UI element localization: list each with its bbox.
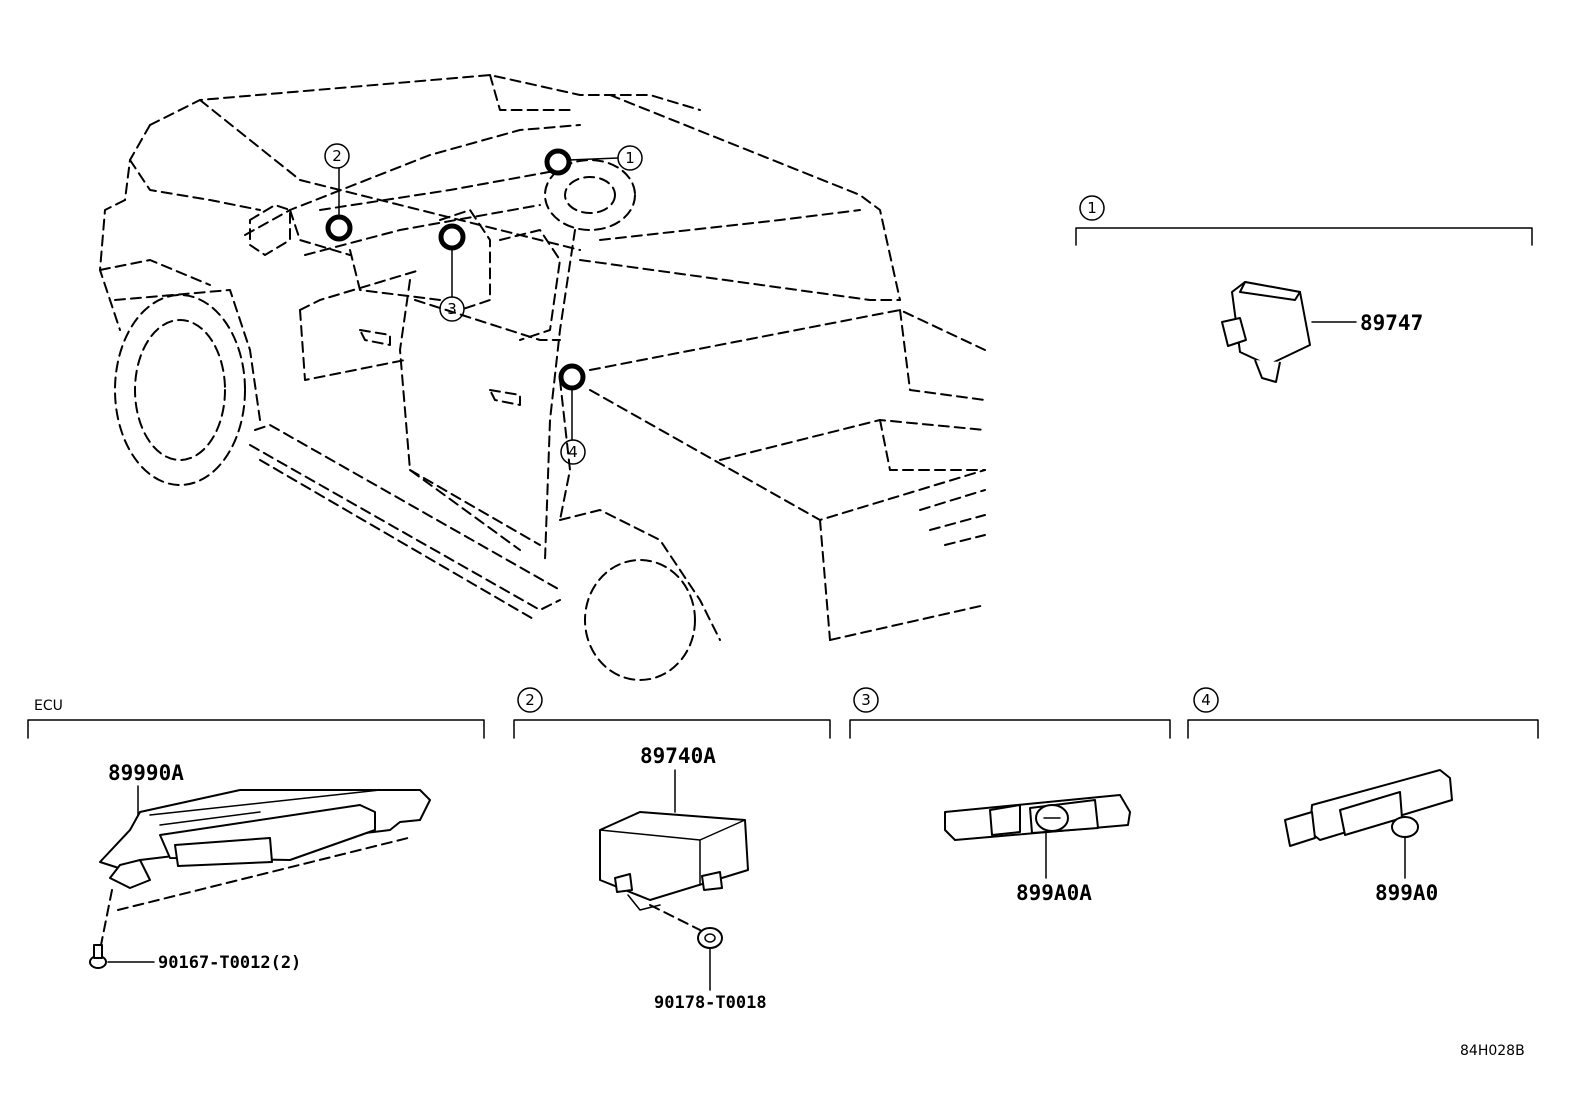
section-ecu: ECU 89990A 90167-T0012(2) (27, 698, 485, 973)
antenna-899A0A-part (944, 794, 1131, 841)
section-ecu-label: ECU (34, 698, 63, 714)
section-3-label: 3 (861, 691, 871, 709)
vehicle-sensor-markers (325, 148, 619, 441)
section-4: 4 899A0 (1187, 687, 1539, 905)
part-number-90167-T0012: 90167-T0012(2) (158, 953, 301, 973)
section-1-label: 1 (1087, 199, 1097, 217)
bolt-90167-part (89, 944, 107, 969)
section-2-label: 2 (525, 691, 535, 709)
diagram-reference-code: 84H028B (1460, 1043, 1525, 1059)
sensor-marker-2 (325, 214, 353, 242)
part-number-89740A: 89740A (640, 744, 716, 768)
callout-4: 4 (560, 439, 586, 465)
vehicle-callouts: 1 2 3 4 (324, 143, 643, 465)
section-2: 2 89740A 90178-T0018 (513, 687, 831, 1013)
callout-3: 3 (439, 296, 465, 322)
sensor-marker-1 (544, 148, 572, 176)
section-3: 3 899A0A (849, 687, 1171, 905)
part-number-89747: 89747 (1360, 311, 1423, 335)
svg-text:4: 4 (568, 443, 578, 461)
clip-90178-part (697, 927, 723, 949)
part-number-899A0: 899A0 (1375, 881, 1438, 905)
vehicle-illustration (99, 74, 986, 681)
part-number-899A0A: 899A0A (1016, 881, 1092, 905)
part-number-89990A: 89990A (108, 761, 184, 785)
sensor-marker-3a (438, 223, 466, 251)
callout-1: 1 (617, 145, 643, 171)
part-number-90178-T0018: 90178-T0018 (654, 993, 767, 1013)
svg-text:3: 3 (447, 300, 457, 318)
ecu-unit-part (99, 789, 431, 889)
section-4-label: 4 (1201, 691, 1211, 709)
section-1: 1 89747 (1075, 195, 1533, 383)
sensor-89747-part (1221, 281, 1357, 383)
callout-2: 2 (324, 143, 350, 169)
svg-text:2: 2 (332, 147, 342, 165)
sensor-marker-4 (558, 363, 586, 391)
svg-text:1: 1 (625, 149, 635, 167)
antenna-899A0-part (1284, 769, 1453, 847)
module-89740A-part (599, 811, 749, 911)
